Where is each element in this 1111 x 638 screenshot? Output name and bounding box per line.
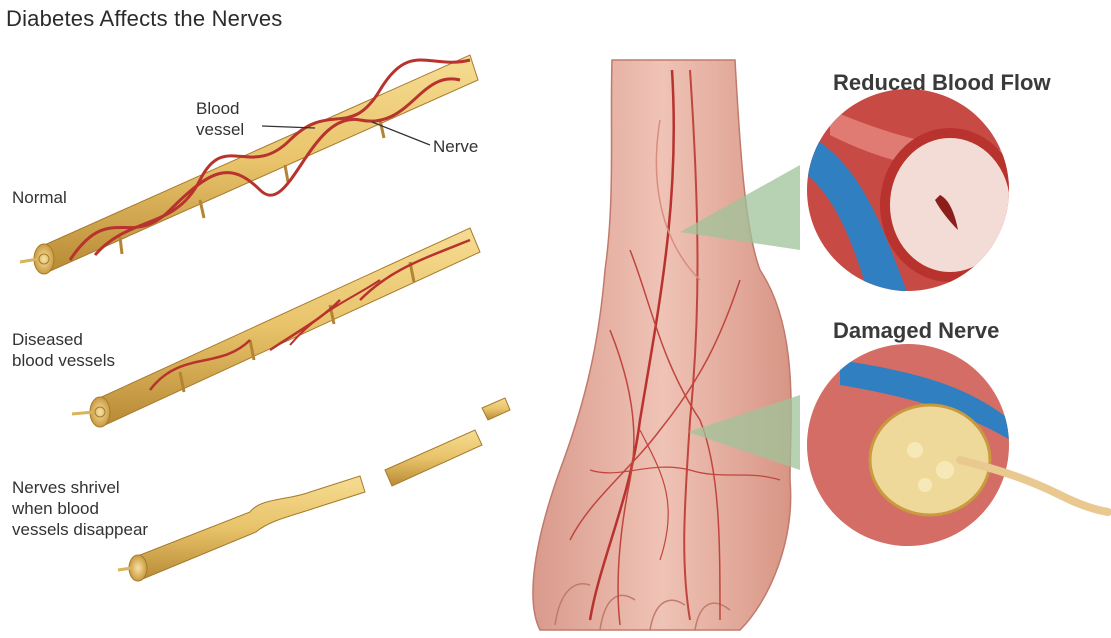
foot-illustration [533,60,791,630]
label-nerve: Nerve [433,136,478,157]
label-nerves-shrivel: Nerves shrivel when blood vessels disapp… [12,477,148,540]
normal-nerve [20,55,478,274]
label-diseased-blood-vessels: Diseased blood vessels [12,329,115,371]
inset-reduced-blood-flow [800,85,1020,300]
leader-nerve [372,122,430,145]
label-normal: Normal [12,187,67,208]
diagram-title: Diabetes Affects the Nerves [6,6,282,32]
diseased-nerve [72,228,480,427]
shrivelled-nerve [118,398,510,581]
heading-damaged-nerve: Damaged Nerve [833,318,999,344]
heading-reduced-blood-flow: Reduced Blood Flow [833,70,1051,96]
inset-damaged-nerve [800,340,1108,550]
label-blood-vessel: Blood vessel [196,98,244,140]
